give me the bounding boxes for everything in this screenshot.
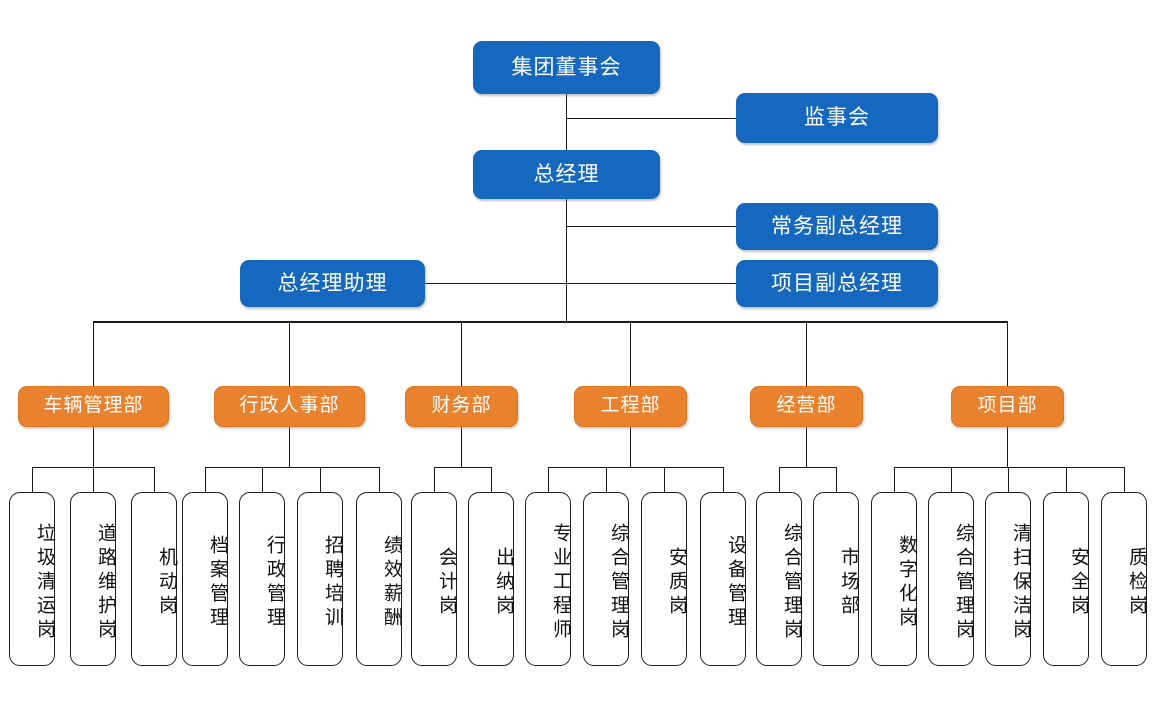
node-position-safety-quality[interactable]: 安质岗 [641, 492, 687, 666]
connector-bus-to-dept-1 [93, 321, 94, 386]
connector-dept3-leaf2 [491, 467, 492, 492]
connector-dept6-leaf3 [1008, 467, 1009, 492]
node-general-manager[interactable]: 总经理 [473, 150, 660, 199]
connector-bus-to-dept-4 [630, 321, 631, 386]
node-position-performance-compensation[interactable]: 绩效薪酬 [356, 492, 402, 666]
node-supervisory-board[interactable]: 监事会 [736, 93, 938, 143]
connector-gm-to-exec-deputy [566, 226, 736, 227]
node-department-vehicle-management[interactable]: 车辆管理部 [18, 386, 169, 427]
connector-dept4-stem [630, 425, 631, 467]
node-position-marketing[interactable]: 市场部 [813, 492, 859, 666]
connector-dept6-stem [1007, 425, 1008, 467]
leaf-label: 质检岗 [1126, 547, 1147, 619]
leaf-label: 安全岗 [1068, 547, 1089, 619]
connector-dept6-leaf4 [1066, 467, 1067, 492]
connector-dept2-leaf3 [320, 467, 321, 492]
connector-dept6-leaf1 [894, 467, 895, 492]
leaf-label: 专业工程师 [550, 523, 571, 643]
connector-dept4-leaf1 [548, 467, 549, 492]
leaf-label: 机动岗 [156, 547, 177, 619]
leaf-label: 清扫保洁岗 [1010, 523, 1031, 643]
node-position-road-maintenance[interactable]: 道路维护岗 [70, 492, 116, 666]
connector-dept2-stem [289, 425, 290, 467]
leaf-label: 行政管理 [264, 535, 285, 631]
connector-dept6-leaf5 [1124, 467, 1125, 492]
node-position-mobile-duty[interactable]: 机动岗 [131, 492, 177, 666]
connector-dept4-leaf2 [606, 467, 607, 492]
connector-dept6-leaf2 [951, 467, 952, 492]
leaf-label: 综合管理岗 [953, 523, 974, 643]
node-gm-assistant[interactable]: 总经理助理 [240, 260, 425, 307]
node-position-cleaning-sanitation[interactable]: 清扫保洁岗 [985, 492, 1031, 666]
leaf-label: 会计岗 [436, 547, 457, 619]
connector-dept5-leaf2 [836, 467, 837, 492]
connector-dept4-leaf4 [723, 467, 724, 492]
node-position-cashier[interactable]: 出纳岗 [468, 492, 514, 666]
connector-dept4-leaf3 [664, 467, 665, 492]
leaf-label: 安质岗 [666, 547, 687, 619]
node-department-engineering[interactable]: 工程部 [574, 386, 687, 427]
leaf-label: 出纳岗 [493, 547, 514, 619]
connector-dept1-leaf1 [32, 467, 33, 492]
connector-dept6-bar [894, 467, 1125, 468]
connector-dept2-leaf1 [205, 467, 206, 492]
connector-board-to-gm [566, 93, 567, 153]
leaf-label: 道路维护岗 [95, 523, 116, 643]
connector-dept4-bar [548, 467, 723, 468]
node-position-archive-management[interactable]: 档案管理 [182, 492, 228, 666]
node-position-equipment-management[interactable]: 设备管理 [700, 492, 746, 666]
connector-bus-to-dept-2 [289, 321, 290, 386]
leaf-label: 设备管理 [725, 535, 746, 631]
connector-gm-trunk [566, 198, 567, 323]
node-position-digitalization[interactable]: 数字化岗 [871, 492, 917, 666]
node-project-deputy-gm[interactable]: 项目副总经理 [736, 260, 938, 307]
node-department-operations[interactable]: 经营部 [750, 386, 863, 427]
node-position-engineering-comprehensive-management[interactable]: 综合管理岗 [583, 492, 629, 666]
connector-board-to-supervisory [566, 118, 736, 119]
node-department-admin-hr[interactable]: 行政人事部 [214, 386, 365, 427]
connector-dept3-bar [434, 467, 491, 468]
connector-dept5-bar [779, 467, 836, 468]
node-position-professional-engineer[interactable]: 专业工程师 [525, 492, 571, 666]
department-bus-line [93, 321, 1008, 323]
connector-dept1-leaf3 [154, 467, 155, 492]
node-department-project[interactable]: 项目部 [951, 386, 1064, 427]
connector-dept3-stem [461, 425, 462, 467]
connector-dept2-leaf4 [379, 467, 380, 492]
node-position-safety[interactable]: 安全岗 [1043, 492, 1089, 666]
connector-gm-assistant [425, 283, 567, 284]
node-position-quality-inspection[interactable]: 质检岗 [1101, 492, 1147, 666]
leaf-label: 数字化岗 [896, 535, 917, 631]
leaf-label: 绩效薪酬 [381, 535, 402, 631]
node-position-project-comprehensive-management[interactable]: 综合管理岗 [928, 492, 974, 666]
connector-dept1-leaf2 [93, 467, 94, 492]
connector-dept2-bar [205, 467, 379, 468]
connector-gm-to-project-deputy [566, 283, 736, 284]
connector-dept1-stem [93, 425, 94, 467]
connector-dept3-leaf1 [434, 467, 435, 492]
leaf-label: 市场部 [838, 547, 859, 619]
connector-dept5-stem [806, 425, 807, 467]
node-executive-deputy-gm[interactable]: 常务副总经理 [736, 203, 938, 250]
node-position-operations-comprehensive-management[interactable]: 综合管理岗 [756, 492, 802, 666]
connector-bus-to-dept-3 [461, 321, 462, 386]
node-board[interactable]: 集团董事会 [473, 41, 660, 94]
connector-dept2-leaf2 [262, 467, 263, 492]
leaf-label: 垃圾清运岗 [34, 523, 55, 643]
connector-dept5-leaf1 [779, 467, 780, 492]
leaf-label: 档案管理 [207, 535, 228, 631]
connector-bus-to-dept-5 [806, 321, 807, 386]
leaf-label: 综合管理岗 [781, 523, 802, 643]
leaf-label: 综合管理岗 [608, 523, 629, 643]
node-department-finance[interactable]: 财务部 [405, 386, 518, 427]
leaf-label: 招聘培训 [322, 535, 343, 631]
node-position-admin-management[interactable]: 行政管理 [239, 492, 285, 666]
node-position-accounting[interactable]: 会计岗 [411, 492, 457, 666]
connector-bus-to-dept-6 [1007, 321, 1008, 386]
node-position-recruitment-training[interactable]: 招聘培训 [297, 492, 343, 666]
node-position-waste-removal[interactable]: 垃圾清运岗 [9, 492, 55, 666]
